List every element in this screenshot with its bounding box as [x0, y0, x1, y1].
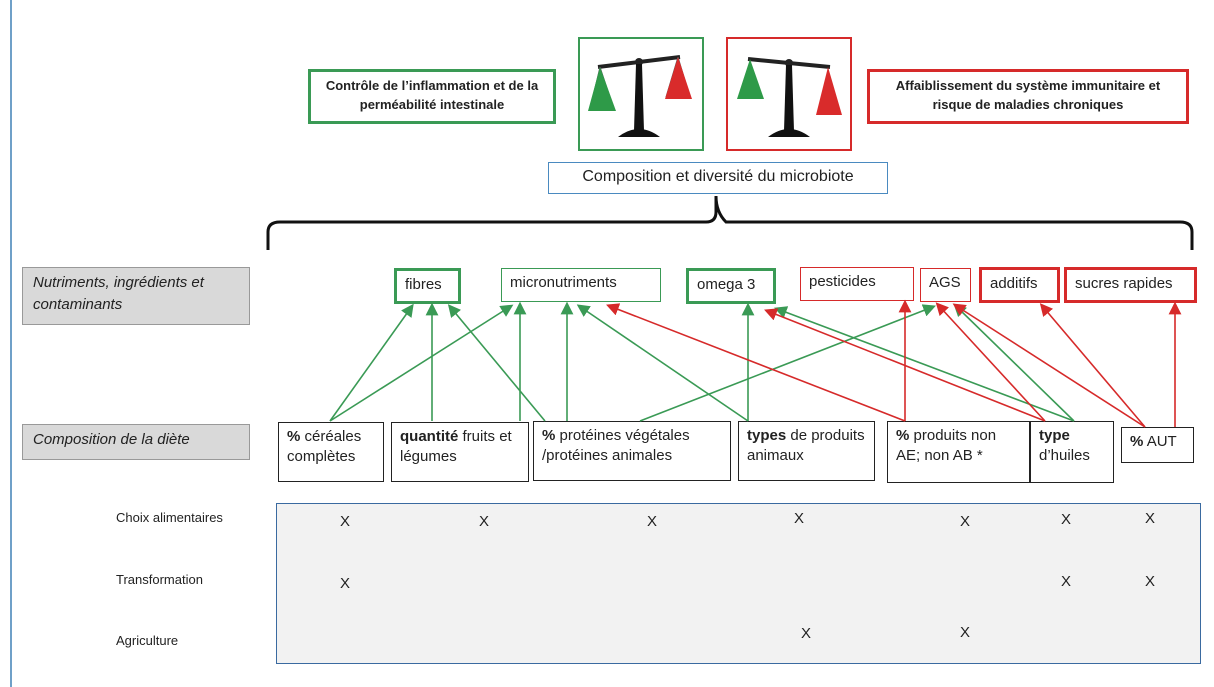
diet-proteines-bold: %: [542, 427, 556, 444]
diet-cereales: % céréales complètes: [278, 422, 384, 482]
balanced-scale-icon: [578, 37, 704, 151]
matrix-mark: X: [339, 513, 350, 530]
diet-cereales-text: céréales complètes: [287, 428, 362, 465]
row-label-transformation: Transformation: [116, 572, 203, 587]
diet-proteines-text: protéines végétales /protéines animales: [542, 427, 690, 464]
diet-produits-animaux-bold: types: [747, 427, 787, 444]
nutrient-fibres: fibres: [394, 268, 461, 304]
diet-produits-non-ae-bold: %: [896, 427, 910, 444]
matrix-mark: X: [959, 624, 970, 641]
diet-huiles-text: d’huiles: [1039, 447, 1090, 464]
matrix-mark: X: [959, 513, 970, 530]
row-label-choix: Choix alimentaires: [116, 510, 223, 525]
microbiota-composition-box: Composition et diversité du microbiote: [548, 162, 888, 194]
matrix-mark: X: [1060, 511, 1071, 528]
diet-fruits-legumes-text: fruits et légumes: [400, 428, 512, 465]
nutrients-category-label: Nutriments, ingrédients et contaminants: [22, 267, 250, 325]
nutrient-micronutriments: micronutriments: [501, 268, 661, 302]
matrix-mark: X: [800, 625, 811, 642]
diet-aut-bold: %: [1130, 433, 1144, 450]
diet-fruits-legumes: quantité fruits et légumes: [391, 422, 529, 482]
diet-proteines: % protéines végétales /protéines animale…: [533, 421, 731, 481]
matrix-mark: X: [1144, 510, 1155, 527]
matrix-mark: X: [339, 575, 350, 592]
diet-aut: % AUT: [1121, 427, 1194, 463]
diet-produits-non-ae: % produits non AE; non AB *: [887, 421, 1030, 483]
nutrient-additifs: additifs: [979, 267, 1060, 303]
diet-category-label: Composition de la diète: [22, 424, 250, 460]
nutrient-sucres-rapides: sucres rapides: [1064, 267, 1197, 303]
diet-produits-animaux-text: de produits animaux: [747, 427, 865, 464]
positive-outcome-box: Contrôle de l’inflammation et de la perm…: [308, 69, 556, 124]
nutrient-ags: AGS: [920, 268, 971, 302]
matrix-mark: X: [1060, 573, 1071, 590]
diet-huiles-bold: type: [1039, 427, 1070, 444]
negative-outcome-box: Affaiblissement du système immunitaire e…: [867, 69, 1189, 124]
unbalanced-scale-icon: [726, 37, 852, 151]
diet-produits-animaux: types de produits animaux: [738, 421, 875, 481]
nutrient-pesticides: pesticides: [800, 267, 914, 301]
diet-aut-text: AUT: [1146, 433, 1177, 450]
diet-fruits-legumes-bold: quantité: [400, 428, 459, 445]
diet-huiles: type d’huiles: [1030, 421, 1114, 483]
diet-produits-non-ae-text: produits non AE; non AB *: [896, 427, 997, 464]
row-label-agriculture: Agriculture: [116, 633, 179, 648]
matrix-mark: X: [1144, 573, 1155, 590]
nutrient-omega-3: omega 3: [686, 268, 776, 304]
matrix-mark: X: [793, 510, 804, 527]
matrix-mark: X: [646, 513, 657, 530]
diet-cereales-bold: %: [287, 428, 301, 445]
level-matrix: [276, 503, 1201, 664]
matrix-mark: X: [478, 513, 489, 530]
left-border-line: [10, 0, 12, 687]
